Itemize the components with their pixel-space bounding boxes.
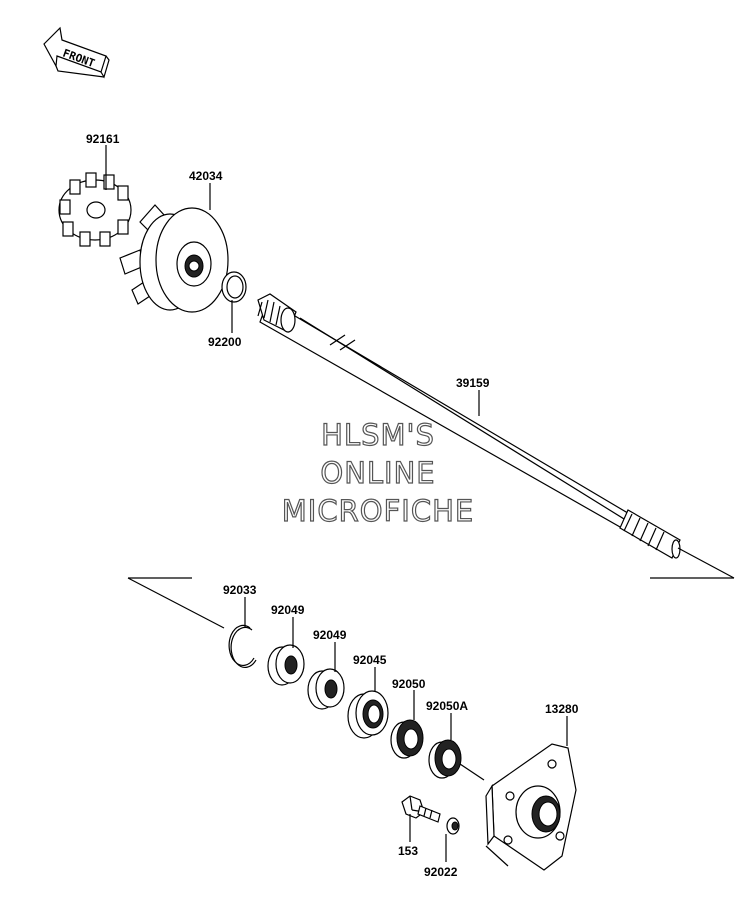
- part-92049-seal-2: [307, 668, 345, 710]
- watermark: HLSM'S ONLINE MICROFICHE: [281, 417, 474, 528]
- part-92200-washer: [221, 271, 247, 303]
- label-153: 153: [398, 844, 418, 858]
- part-labels: 92161 42034 92200 39159 92033 92049 9204…: [86, 132, 579, 879]
- leader-lines: [105, 145, 568, 867]
- label-92049-2: 92049: [313, 628, 347, 642]
- part-92022-washer: [446, 817, 460, 835]
- label-39159: 39159: [456, 376, 490, 390]
- watermark-line-1: HLSM'S: [321, 418, 435, 452]
- label-92045: 92045: [353, 653, 387, 667]
- part-92050a-seal: [428, 739, 462, 779]
- label-92033: 92033: [223, 583, 257, 597]
- part-92033-circlip: [228, 624, 257, 669]
- label-92050a: 92050A: [426, 699, 468, 713]
- label-92200: 92200: [208, 335, 242, 349]
- part-13280-housing: [485, 743, 577, 871]
- label-92022: 92022: [424, 865, 458, 879]
- label-13280: 13280: [545, 702, 579, 716]
- part-92161-damper: [58, 172, 132, 247]
- part-39159-shaft: [257, 293, 681, 559]
- label-92050: 92050: [392, 677, 426, 691]
- label-92161: 92161: [86, 132, 120, 146]
- axis-lines: [127, 547, 735, 629]
- part-153-bolt: [401, 795, 441, 823]
- label-42034: 42034: [189, 169, 223, 183]
- part-92050-seal: [390, 719, 424, 759]
- label-92049-1: 92049: [271, 603, 305, 617]
- watermark-line-3: MICROFICHE: [282, 494, 474, 528]
- front-arrow-icon: FRONT: [43, 26, 110, 79]
- watermark-line-2: ONLINE: [320, 456, 435, 490]
- part-42034-coupling: [119, 204, 229, 313]
- part-92049-seal-1: [267, 644, 305, 686]
- part-92045-bearing: [347, 690, 389, 739]
